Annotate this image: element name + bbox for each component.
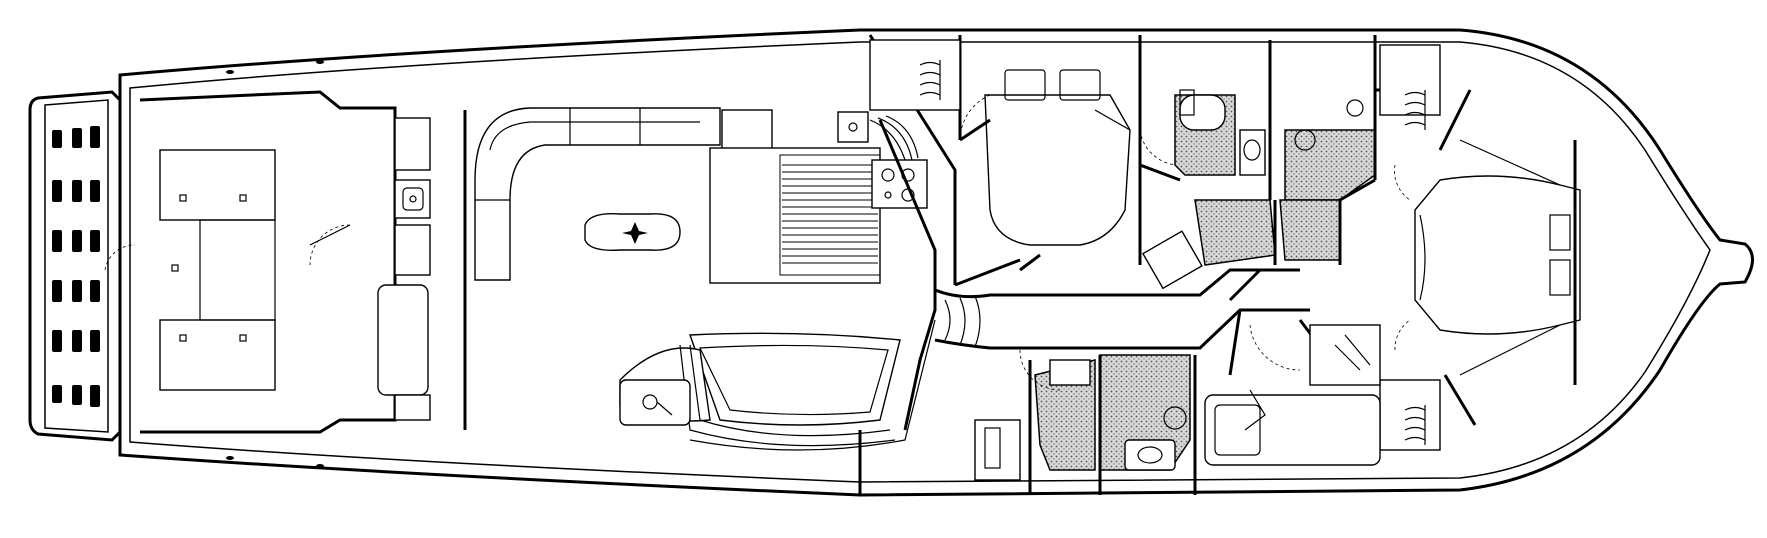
bar-sink-lower — [619, 379, 691, 426]
bar-cabinet — [394, 117, 431, 171]
galley-counter — [709, 147, 881, 284]
toilet-icon — [1179, 94, 1226, 131]
hanging-locker-fwd — [1379, 44, 1441, 116]
wet-bar — [377, 110, 467, 430]
salon-settee — [474, 107, 721, 281]
plant-icon — [1404, 405, 1426, 445]
forward-cabin — [1373, 35, 1581, 451]
hanging-locker-port — [1379, 379, 1441, 451]
dinette-table — [689, 332, 901, 426]
bar-sink — [394, 179, 431, 219]
guest-berth — [1204, 394, 1381, 466]
cleats — [226, 60, 324, 468]
storage — [1049, 359, 1091, 386]
toilet-icon — [1163, 406, 1187, 430]
hanging-locker — [869, 39, 961, 111]
swim-platform-slats — [52, 126, 100, 407]
bunk-cabinet — [974, 419, 1021, 481]
plant-icon — [1404, 90, 1426, 130]
center-berth — [984, 94, 1131, 246]
sink-icon — [1137, 446, 1163, 464]
vanity-stool — [1141, 230, 1203, 290]
cockpit-hatch-aft — [159, 319, 276, 391]
v-berth — [1414, 175, 1581, 335]
head-floor-3 — [1194, 199, 1276, 266]
forward-heads — [1174, 40, 1377, 266]
sink-icon — [1243, 139, 1261, 161]
guest-cabin-top — [868, 34, 1203, 290]
plant-icon — [919, 60, 941, 100]
vanity-lower — [1124, 439, 1176, 471]
salon-cabinet — [721, 109, 773, 151]
sink-icon — [848, 122, 858, 132]
companionway — [934, 268, 1310, 350]
port-cabins — [858, 253, 1381, 495]
sink-icon — [409, 195, 417, 203]
cockpit-hatch — [159, 149, 276, 221]
galley-sink — [837, 111, 869, 143]
head-floor-4 — [1279, 199, 1341, 261]
sink-icon — [1346, 99, 1364, 117]
toilet-icon — [1294, 129, 1316, 151]
compass-rose-icon — [622, 222, 648, 244]
head-floor-2 — [1284, 129, 1376, 201]
helm-seat — [377, 284, 429, 396]
salon — [474, 107, 937, 451]
